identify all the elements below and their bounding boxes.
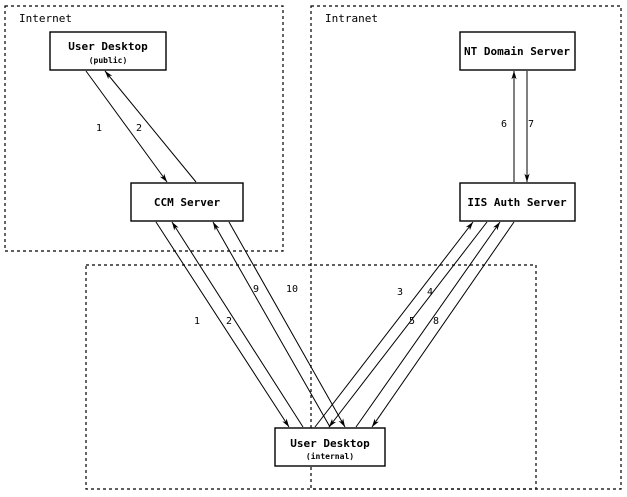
edge-label-3: 3 [397, 287, 403, 298]
edge-2b-line [171, 221, 304, 428]
zone-internal-subnet-box [85, 264, 537, 490]
edge-4-line [328, 221, 488, 428]
edge-label-10: 10 [286, 284, 298, 295]
node-user-desktop-internal[interactable]: User Desktop (internal) [274, 427, 386, 467]
edge-8-line [371, 221, 515, 428]
node-user-desktop-internal-title: User Desktop [290, 437, 370, 450]
node-iis-auth-server[interactable]: IIS Auth Server [459, 182, 576, 222]
node-iis-auth-server-title: IIS Auth Server [467, 196, 567, 209]
edge-label-2b: 2 [226, 316, 232, 327]
zone-intranet-label: Intranet [325, 12, 378, 25]
node-ccm-server-box[interactable] [130, 182, 244, 222]
node-ccm-server[interactable]: CCM Server [130, 182, 244, 222]
node-nt-domain-server[interactable]: NT Domain Server [459, 31, 576, 71]
node-nt-domain-server-title: NT Domain Server [464, 45, 570, 58]
zone-internet-box [4, 5, 284, 252]
node-ccm-server-title: CCM Server [154, 196, 221, 209]
edge-label-6: 6 [501, 119, 507, 130]
edge-label-4: 4 [427, 287, 433, 298]
node-user-desktop-public-subtitle: (public) [89, 55, 128, 65]
edge-1-line [85, 70, 168, 183]
nodes-layer: User Desktop (public) CCM Server NT Doma… [49, 31, 576, 467]
edge-9-line [212, 221, 331, 428]
zones-layer: Internet Intranet [4, 5, 622, 490]
zone-intranet-box [310, 5, 622, 490]
edge-3-line [314, 221, 474, 428]
node-iis-auth-server-box[interactable] [459, 182, 576, 222]
edge-5-line [355, 221, 501, 428]
edge-label-1b: 1 [194, 316, 200, 327]
node-user-desktop-public-title: User Desktop [68, 40, 148, 53]
node-user-desktop-internal-box[interactable] [274, 427, 386, 467]
edge-label-1: 1 [96, 123, 102, 134]
edge-label-5: 5 [409, 316, 415, 327]
edge-label-7: 7 [528, 119, 534, 130]
edge-label-2: 2 [136, 123, 142, 134]
edges-layer [85, 70, 530, 428]
node-user-desktop-public-box[interactable] [49, 31, 167, 71]
edge-10-line [228, 221, 346, 428]
node-user-desktop-internal-subtitle: (internal) [306, 451, 354, 461]
node-user-desktop-public[interactable]: User Desktop (public) [49, 31, 167, 71]
zone-internet-label: Internet [19, 12, 72, 25]
edge-1b-line [155, 221, 290, 428]
edge-label-8: 8 [433, 316, 439, 327]
edge-2-line [104, 70, 197, 183]
edge-label-9: 9 [253, 284, 259, 295]
node-nt-domain-server-box[interactable] [459, 31, 576, 71]
edge-labels-layer: 1 2 1 2 3 4 5 8 6 7 9 10 [96, 119, 534, 327]
